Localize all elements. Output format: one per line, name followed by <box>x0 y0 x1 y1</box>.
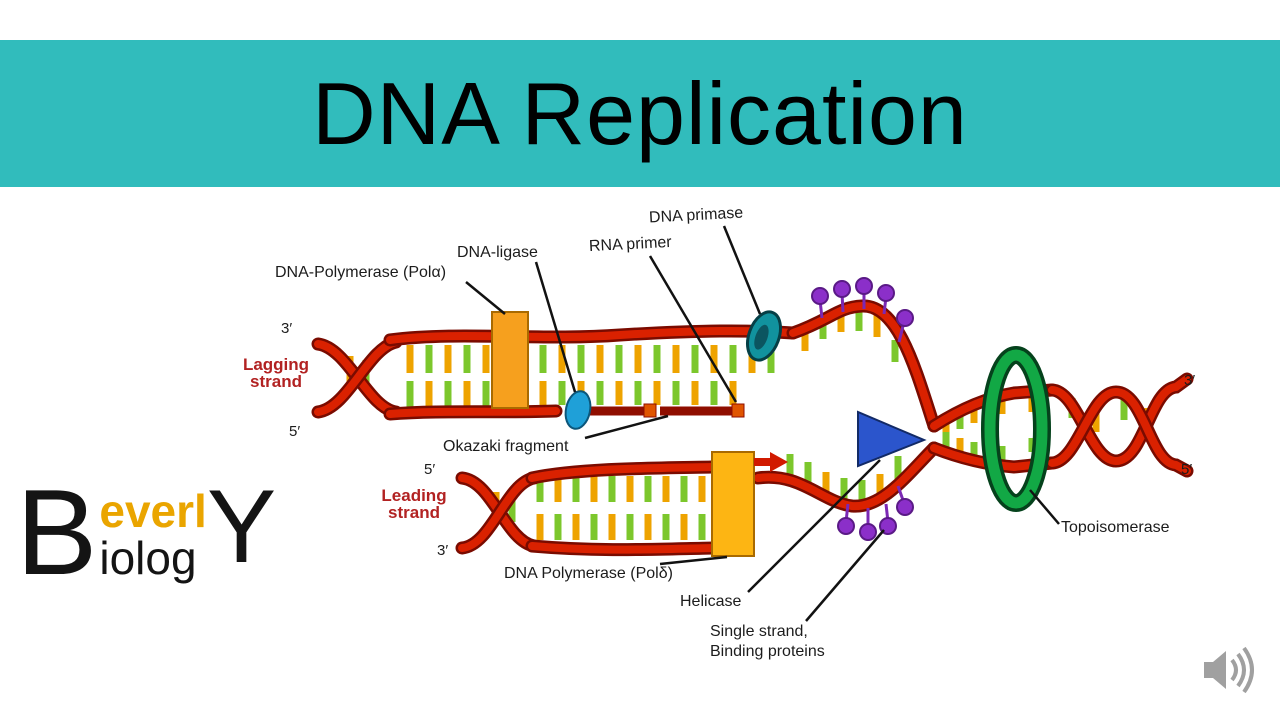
right-helix <box>1045 372 1194 478</box>
fork-duplex <box>927 383 1059 474</box>
logo-biology-text: iolog <box>99 531 197 584</box>
label-5-prime-right: 5′ <box>1181 461 1193 478</box>
label-ssb-line1: Single strand, <box>710 623 808 640</box>
pol-delta-shape <box>711 451 788 557</box>
label-lagging-strand: Lagging strand <box>230 356 322 390</box>
upper-fork-strand <box>786 299 941 433</box>
logo-letter-y: Y <box>206 469 277 585</box>
logo-letter-b: B <box>16 464 98 600</box>
sound-wave-medium <box>1236 652 1246 688</box>
base-pairs <box>492 476 706 540</box>
topoisomerase-ring <box>981 346 1051 512</box>
helicase-shape <box>857 410 927 468</box>
label-lagging-line1: Lagging <box>242 355 310 374</box>
label-ssb-proteins: Single strand, Binding proteins <box>710 622 825 662</box>
sound-wave-small <box>1230 658 1238 682</box>
pointer-lines <box>465 225 1060 622</box>
speaker-cone <box>1204 651 1226 689</box>
dna-primase-shape <box>746 310 782 362</box>
okazaki-fragments <box>566 403 745 418</box>
label-leading-line2: strand <box>388 503 440 522</box>
label-5-prime-lagging: 5′ <box>289 423 301 440</box>
speaker-icon[interactable] <box>1202 644 1266 696</box>
logo-beverly-biology: B everl iolog Y <box>16 464 277 600</box>
label-leading-strand: Leading strand <box>368 487 460 521</box>
title-banner: DNA Replication <box>0 40 1280 187</box>
label-ssb-line2: Binding proteins <box>710 643 825 660</box>
label-helicase: Helicase <box>680 593 742 610</box>
logo-everly-text: everl <box>99 485 207 537</box>
label-pol-delta: DNA Polymerase (Polδ) <box>504 565 673 582</box>
label-leading-line1: Leading <box>381 486 447 505</box>
rna-primer-square <box>731 403 745 418</box>
lower-fork-strand <box>751 441 941 513</box>
label-dna-ligase: DNA-ligase <box>457 244 538 261</box>
sound-wave-large <box>1242 646 1254 694</box>
leading-strand-duplex <box>455 460 721 557</box>
label-topoisomerase: Topoisomerase <box>1061 519 1170 536</box>
dna-ligase-shape <box>564 390 592 430</box>
label-3-prime-right: 3′ <box>1184 372 1196 389</box>
rna-primer-square <box>643 403 657 418</box>
label-pol-alpha: DNA-Polymerase (Polα) <box>275 264 447 281</box>
label-okazaki-fragment: Okazaki fragment <box>443 438 569 455</box>
leading-strand-arrowhead <box>770 452 788 472</box>
label-3-prime-leading: 3′ <box>437 542 449 559</box>
label-3-prime-lagging: 3′ <box>281 320 293 337</box>
lagging-strand-duplex <box>311 324 800 421</box>
page-title: DNA Replication <box>312 63 968 163</box>
pol-alpha-shape <box>491 311 529 409</box>
label-lagging-line2: strand <box>250 372 302 391</box>
label-5-prime-leading: 5′ <box>424 461 436 478</box>
logo-middle-text: everl iolog <box>99 488 206 582</box>
ssb-proteins <box>811 277 914 541</box>
